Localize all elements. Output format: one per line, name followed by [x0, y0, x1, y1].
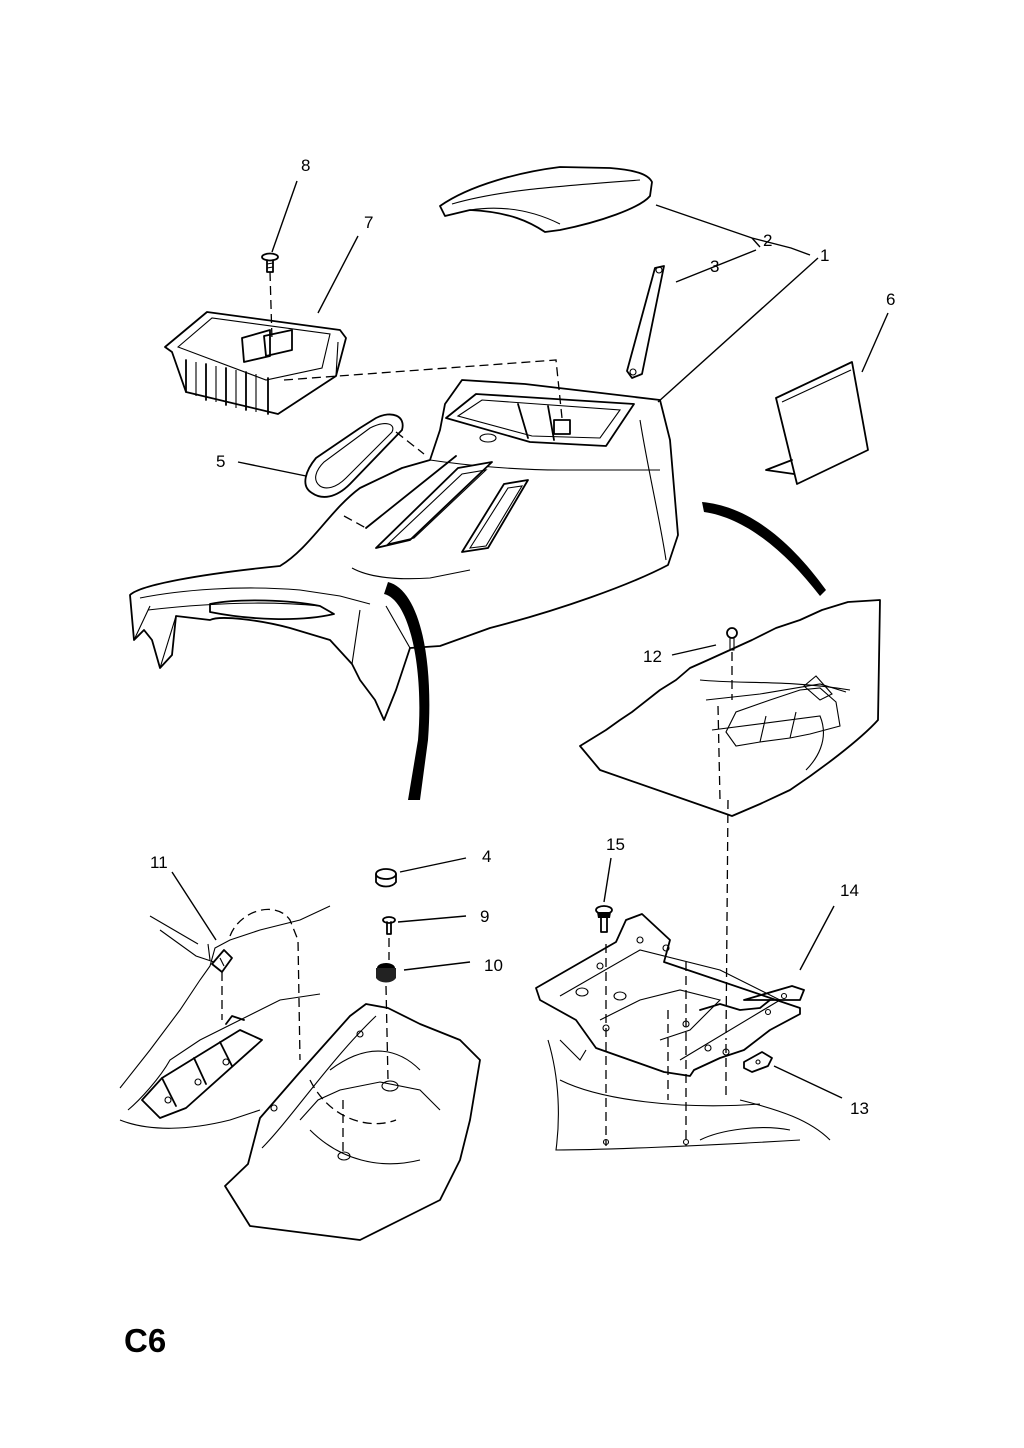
callout-4: 4 [482, 847, 491, 866]
callout-13: 13 [850, 1099, 869, 1118]
callout-7: 7 [364, 213, 373, 232]
floor-left [119, 905, 331, 1129]
bezel-reference-line [343, 431, 425, 529]
leader-lines [171, 180, 889, 1099]
callout-5: 5 [216, 452, 225, 471]
callout-2: 2 [763, 231, 772, 250]
console-base [224, 1003, 481, 1241]
callout-12: 12 [643, 647, 662, 666]
fastener-screw [382, 916, 396, 960]
shift-bezel [304, 413, 404, 498]
storage-tray [164, 311, 347, 415]
callout-labels: 1 2 3 4 5 6 7 8 9 10 11 12 13 14 15 [150, 156, 895, 1118]
floor-section [579, 599, 881, 817]
mounting-bracket [535, 799, 805, 1146]
bracket-screw [726, 627, 738, 700]
center-console [129, 379, 679, 721]
console-lid [439, 166, 653, 233]
cover-panel [765, 361, 869, 485]
callout-1: 1 [820, 246, 829, 265]
page-id: C6 [124, 1322, 166, 1359]
callout-10: 10 [484, 956, 503, 975]
floor-right [547, 1039, 831, 1151]
screw-reference-line [269, 271, 273, 341]
tray-screw [261, 252, 279, 273]
callout-8: 8 [301, 156, 310, 175]
cap-plug [375, 868, 397, 888]
grommet [376, 963, 396, 1081]
hinge-strap [626, 265, 665, 379]
bracket-bolt [595, 905, 613, 933]
clip-nut [743, 1051, 773, 1073]
callout-15: 15 [606, 835, 625, 854]
callout-6: 6 [886, 290, 895, 309]
callout-3: 3 [710, 257, 719, 276]
callout-11: 11 [150, 853, 168, 872]
callout-14: 14 [840, 881, 859, 900]
callout-9: 9 [480, 907, 489, 926]
tray-reference-line [283, 359, 563, 419]
transition-arrows [384, 502, 826, 800]
